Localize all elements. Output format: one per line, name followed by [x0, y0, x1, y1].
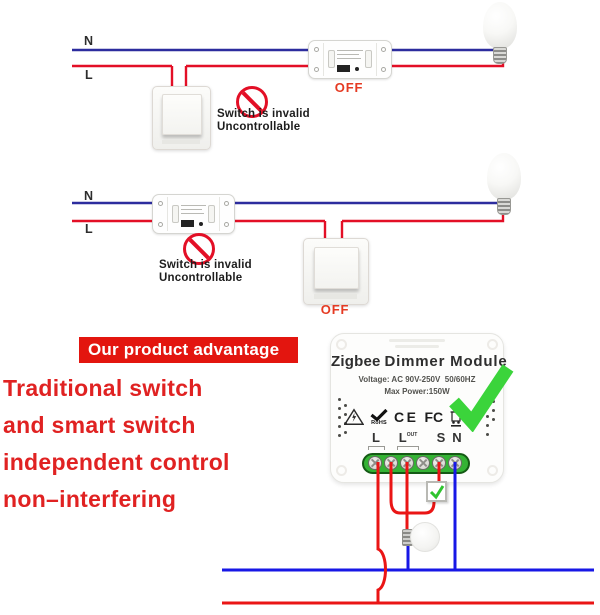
corner-notch: [487, 465, 498, 476]
ce-mark: CE: [394, 409, 419, 425]
small-light-bulb: [399, 521, 445, 553]
fine-print-line: [337, 50, 363, 51]
relay-module: [308, 40, 392, 79]
rohs-mark: RoHS: [370, 408, 388, 426]
certification-row: RoHS CE FC: [344, 405, 463, 429]
green-check-icon: [449, 364, 514, 432]
switch-lip: [314, 294, 358, 299]
fine-print-line: [181, 209, 202, 210]
wire-label-neutral: N: [84, 189, 94, 203]
bulb-glass: [410, 522, 440, 552]
rohs-label: RoHS: [371, 419, 387, 426]
product-name: Dimmer Module: [384, 353, 508, 370]
relay-endcap: [376, 43, 391, 76]
terminal-bracket: [397, 446, 419, 450]
terminal-slot: [172, 205, 179, 223]
bulb-glass: [487, 153, 521, 200]
screw-dot: [158, 222, 163, 227]
indicator-dot: [199, 222, 203, 226]
product-label: [181, 220, 194, 227]
terminal-label-out-sup: OUT: [406, 431, 418, 438]
terminal-label-l: L: [372, 430, 380, 445]
terminal-slot: [208, 205, 215, 223]
prohibition-icon: [236, 86, 268, 118]
warning-text: Switch is invalid: [217, 108, 310, 120]
wire-label-neutral: N: [84, 34, 94, 48]
wall-switch: [303, 238, 369, 305]
screw-dot: [381, 67, 386, 72]
fcc-mark: FC: [424, 409, 444, 425]
fine-print-line: [181, 205, 206, 206]
vent-slot: [395, 345, 439, 348]
terminal-label-s: S: [436, 430, 446, 445]
warning-text: Uncontrollable: [159, 272, 243, 284]
terminal-screw: [416, 456, 430, 470]
voltage-spec: Voltage: AC 90V-250V 50/60HZ: [358, 375, 476, 384]
product-label: [337, 65, 350, 72]
terminal-label-n: N: [452, 430, 462, 445]
advantage-banner: Our product advantage: [79, 337, 298, 363]
wall-switch: [152, 86, 211, 150]
power-spec: Max Power:150W: [384, 387, 450, 396]
small-check-icon: [429, 485, 445, 500]
wire-label-live: L: [85, 68, 93, 82]
screw-dot: [314, 67, 319, 72]
terminal-label-lout: LOUT: [399, 430, 418, 445]
corner-notch: [487, 339, 498, 350]
fine-print-line: [337, 54, 359, 55]
screw-dot: [314, 47, 319, 52]
corner-notch: [336, 465, 347, 476]
switch-lip: [162, 139, 201, 145]
vent-dots: [338, 398, 341, 437]
screw-dot: [381, 47, 386, 52]
bulb-base: [497, 198, 511, 215]
warning-text: Switch is invalid: [159, 259, 252, 271]
advantage-line: and smart switch: [3, 412, 196, 438]
indicator-dot: [355, 67, 359, 71]
corner-notch: [336, 339, 347, 350]
brand-name: Zigbee: [331, 353, 381, 370]
terminal-bracket: [368, 446, 385, 450]
fine-print-line: [337, 58, 361, 59]
relay-endcap: [219, 197, 234, 231]
bulb-base: [493, 47, 507, 64]
vent-slot: [389, 339, 445, 342]
prohibition-icon: [183, 233, 215, 265]
relay-endcap: [309, 43, 324, 76]
switch-check-box: [426, 481, 447, 502]
screw-dot: [158, 201, 163, 206]
advantage-text: Traditional switch and smart switch inde…: [3, 370, 333, 518]
screw-dot: [224, 222, 229, 227]
terminal-strip: [362, 453, 470, 474]
terminal-label-lout-text: L: [398, 430, 407, 445]
warning-text: Uncontrollable: [217, 121, 301, 133]
wire-label-live: L: [85, 222, 93, 236]
switch-rocker: [314, 246, 360, 290]
light-bulb: [483, 2, 517, 66]
advantage-line: independent control: [3, 449, 230, 475]
warning-triangle-icon: [344, 408, 364, 425]
terminal-slot: [328, 50, 335, 68]
rohs-check-icon: [370, 408, 388, 421]
status-off-label: OFF: [320, 302, 350, 317]
advantage-line: Traditional switch: [3, 375, 203, 401]
terminal-slot: [365, 50, 372, 68]
screw-dot: [224, 201, 229, 206]
relay-endcap: [153, 197, 168, 231]
relay-module: [152, 194, 235, 234]
advantage-line: non–interfering: [3, 486, 177, 512]
fine-print-line: [181, 213, 204, 214]
bulb-glass: [483, 2, 517, 49]
switch-rocker: [162, 94, 203, 135]
status-off-label: OFF: [334, 80, 364, 95]
light-bulb: [487, 153, 521, 217]
